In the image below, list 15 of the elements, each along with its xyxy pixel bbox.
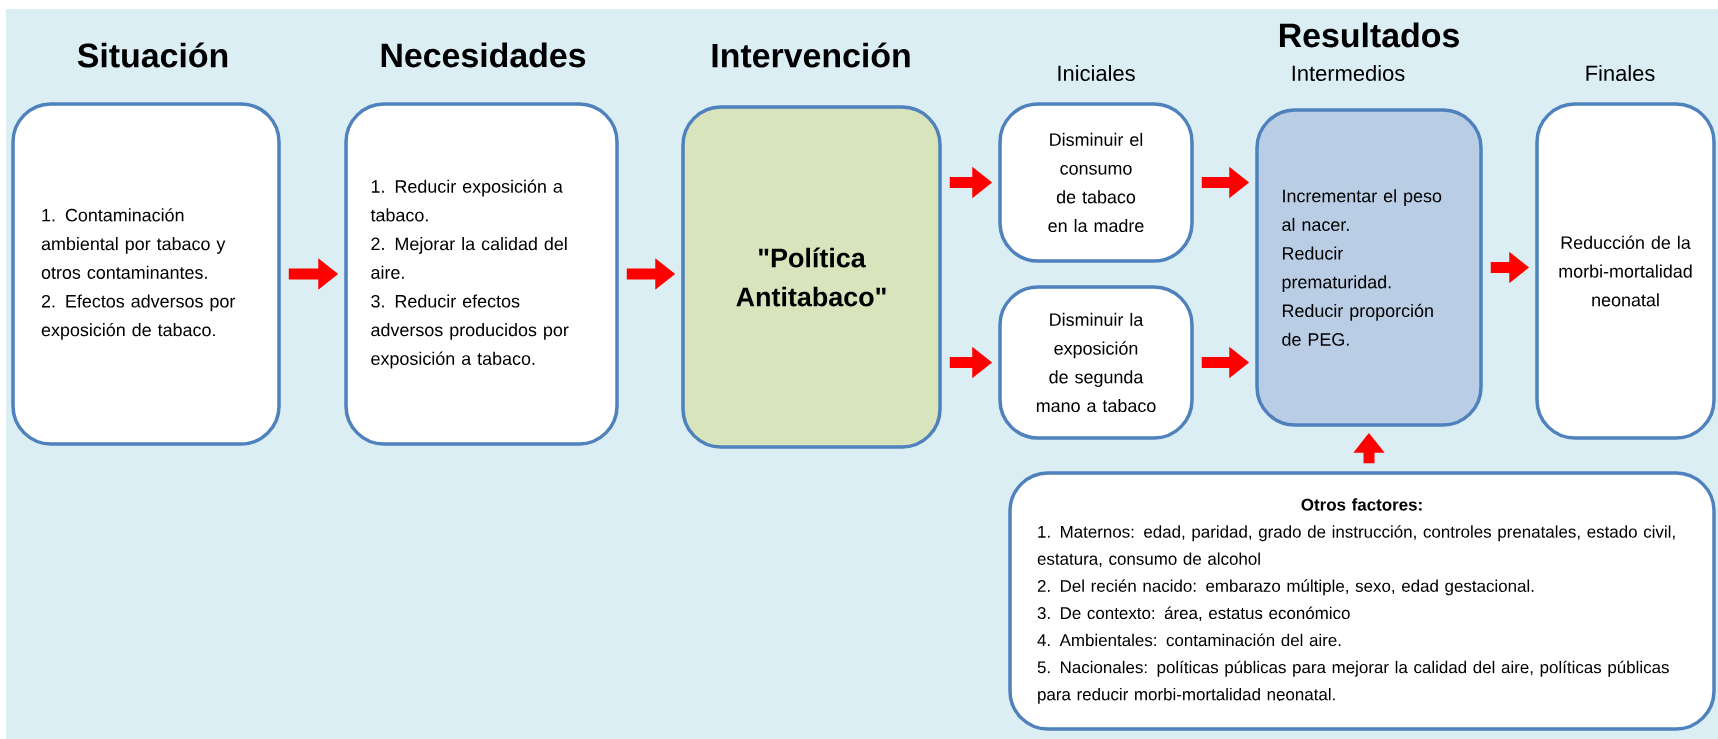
process-box: 1. Contaminación ambiental por tabaco y otros contaminantes. 2. Efectos adversos por exposición de tabaco. (11, 102, 281, 446)
process-box: Otros factores: 1. Maternos: edad, paridad, grado de instrucción, controles prenatales, estado civil, estatura, consumo de alcohol 2. Del recién nacido: embarazo múltiple, sexo, edad gestacional. 3. De contexto: área, estatus económico 4. Ambientales: contaminación del aire. 5. Nacionales: políticas públicas para mejorar la calidad del aire, políticas públicas para reducir morbi-mortalidad neonatal. (1008, 471, 1716, 731)
column-heading: Intermedios (1292, 64, 1405, 82)
process-box: Reducción de la morbi-mortalidad neonatal (1535, 102, 1716, 440)
process-box: 1. Reducir exposición a tabaco. 2. Mejorar la calidad del aire. 3. Reducir efectos adversos producidos por exposición a tabaco. (344, 102, 619, 446)
column-heading: Intervención (712, 42, 910, 68)
column-heading: Iniciales (1058, 64, 1135, 82)
process-box: "Política Antitabaco" (681, 105, 942, 449)
group-heading: Resultados (1280, 22, 1459, 48)
column-heading: Finales (1586, 64, 1655, 82)
process-box: Disminuir la exposición de segunda mano a tabaco (998, 285, 1194, 440)
column-heading: Necesidades (381, 42, 586, 68)
column-heading: Situación (77, 42, 228, 68)
process-box: Incrementar el peso al nacer. Reducir prematuridad. Reducir proporción de PEG. (1255, 108, 1483, 427)
process-box: Disminuir el consumo de tabaco en la madre (998, 102, 1194, 263)
